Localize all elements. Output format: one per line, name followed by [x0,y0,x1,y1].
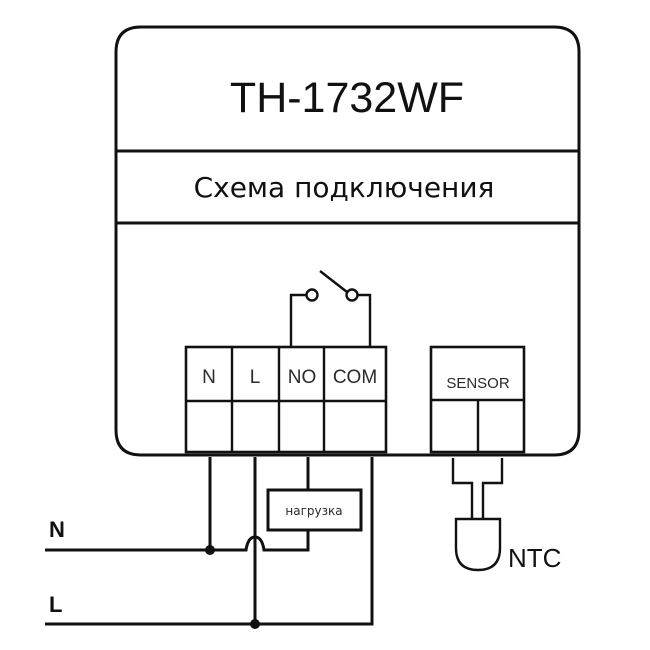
device-enclosure [114,25,581,457]
relay-switch-icon [289,270,372,346]
sensor-terminal-block: SENSOR [429,345,526,454]
device-model-title: TH-1732WF [230,74,464,122]
subtitle-band [114,149,581,225]
supply-l-label: L [49,592,62,617]
ntc-label: NTC [508,543,561,573]
load-box: нагрузка [266,488,363,532]
terminal-l-label: L [250,367,261,388]
power-terminal-block: N L NO COM [184,345,388,454]
wiring [45,457,374,626]
subtitle-text: Схема подключения [194,171,495,204]
load-label: нагрузка [285,504,342,518]
terminal-n-label: N [202,367,216,388]
sensor-terminal-label: SENSOR [446,375,510,392]
junction-l-dot [250,619,260,629]
supply-n-label: N [49,517,65,542]
terminal-no-label: NO [288,367,317,388]
terminal-com-label: COM [333,367,377,388]
ntc-probe-icon [451,458,504,572]
junction-n-dot [205,545,215,555]
